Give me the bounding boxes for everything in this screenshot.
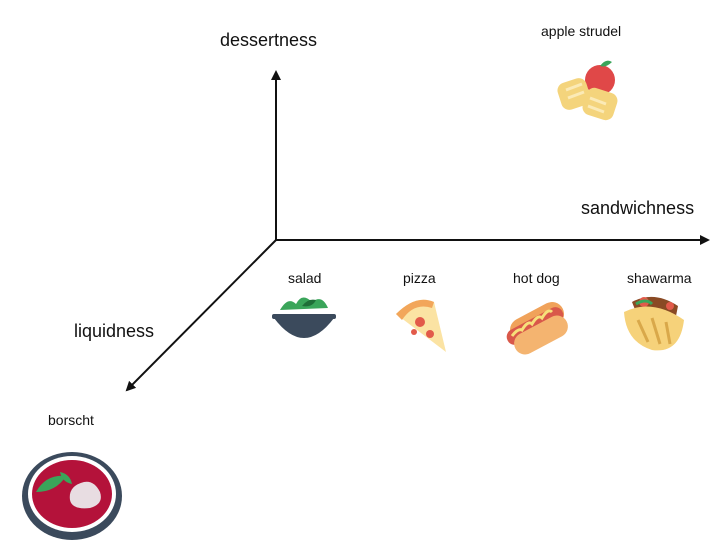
apple-strudel-icon	[557, 60, 618, 121]
shawarma-icon	[624, 296, 684, 351]
liquidness-axis-label: liquidness	[74, 321, 155, 341]
hot-dog-icon	[506, 302, 568, 355]
sandwichness-axis-label: sandwichness	[581, 198, 695, 218]
salad-bowl-icon	[272, 297, 336, 338]
pizza-label: pizza	[403, 270, 436, 286]
apple-strudel-label: apple strudel	[541, 23, 622, 39]
pizza-slice-icon	[396, 299, 446, 352]
shawarma-label: shawarma	[627, 270, 692, 286]
dessertness-axis-label: dessertness	[220, 30, 318, 50]
z-axis-arrow	[125, 239, 277, 392]
borscht-label: borscht	[48, 412, 94, 428]
borscht-bowl-icon	[22, 452, 122, 540]
hot-dog-label: hot dog	[513, 270, 560, 286]
salad-label: salad	[288, 270, 322, 286]
